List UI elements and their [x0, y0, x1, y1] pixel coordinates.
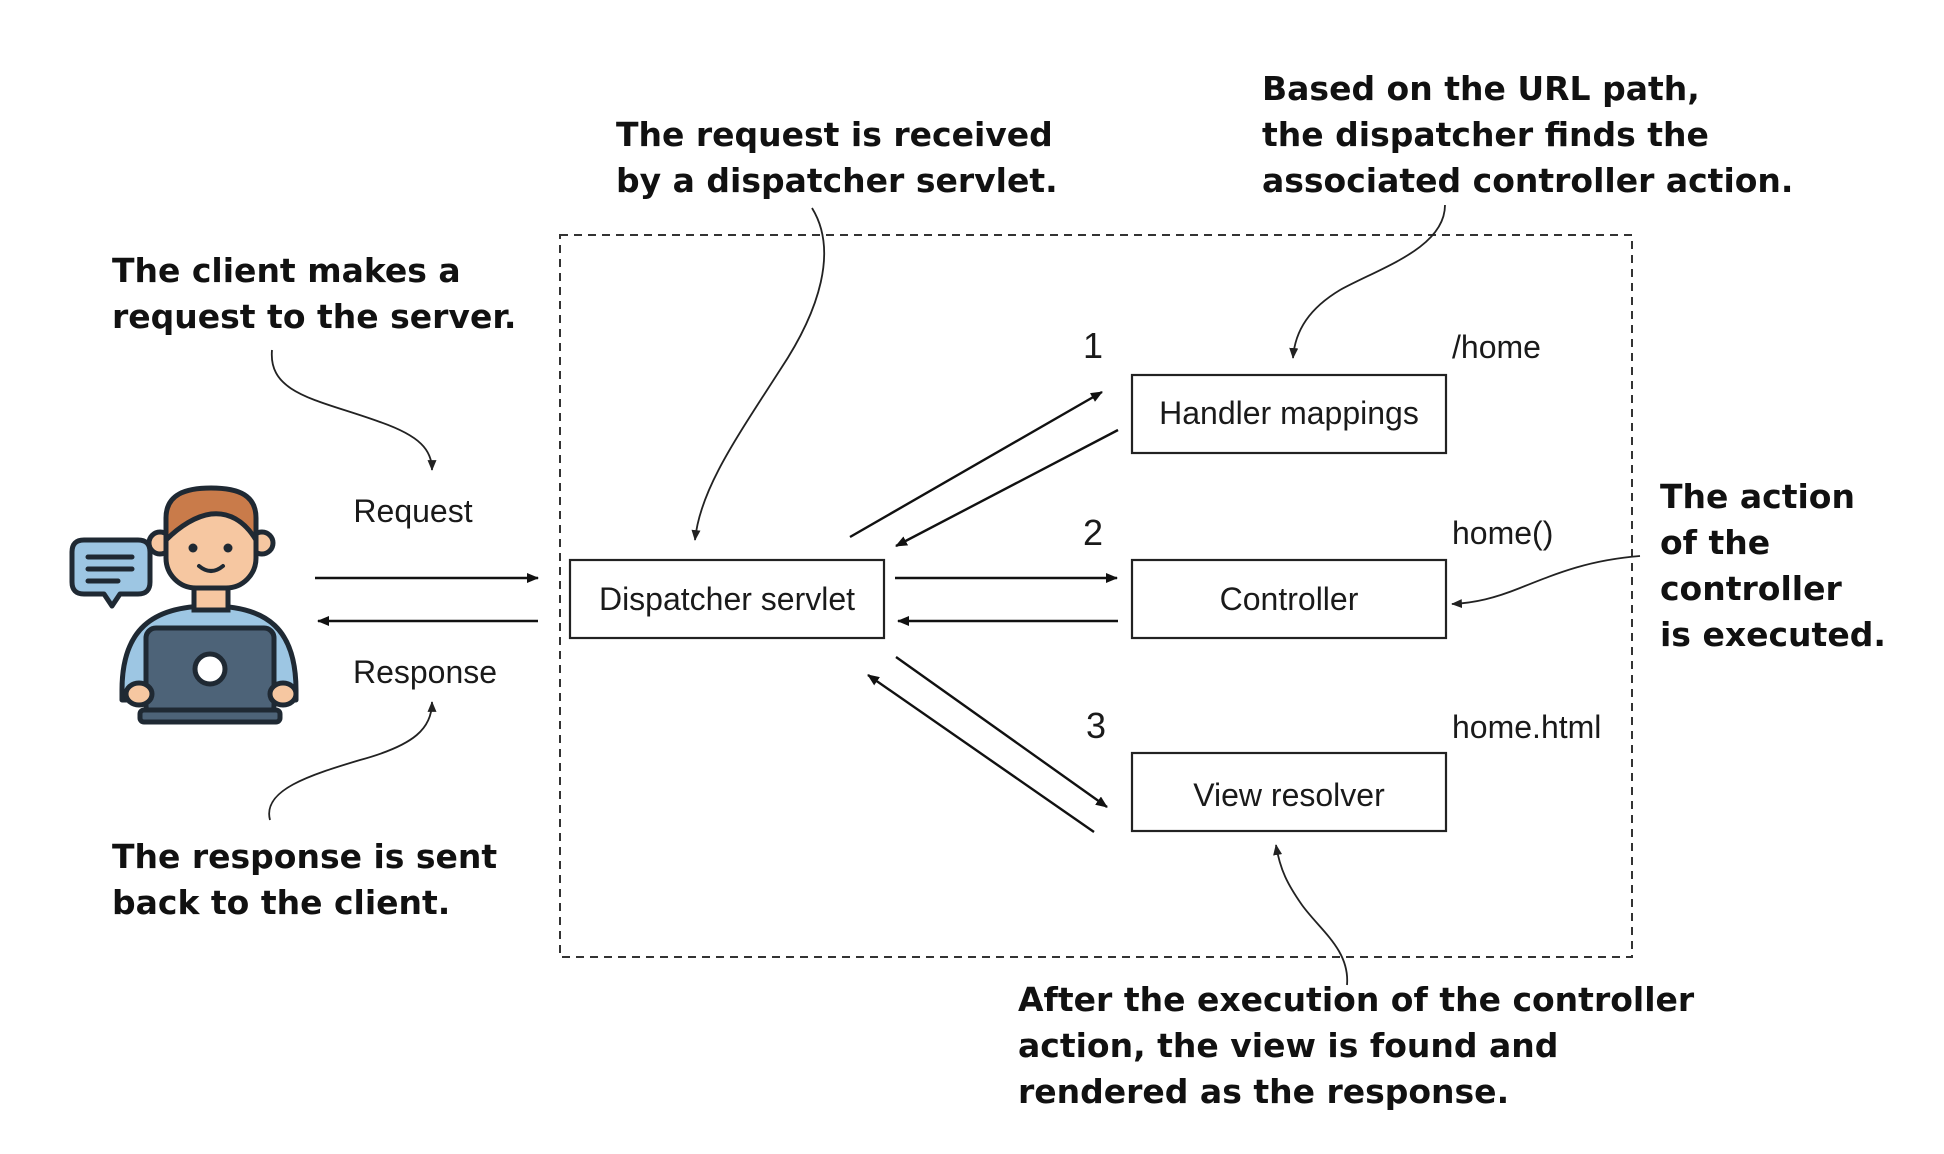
person-with-laptop-icon	[119, 485, 299, 725]
url-path-label: /home	[1452, 329, 1541, 365]
step-number-1: 1	[1083, 325, 1103, 366]
pointer-action-note	[1451, 555, 1641, 609]
controller-node: Controller	[1130, 558, 1448, 640]
svg-text:back to the client.: back to the client.	[112, 883, 450, 922]
server-boundary	[559, 234, 1633, 958]
step-number-2: 2	[1083, 512, 1103, 553]
svg-text:is executed.: is executed.	[1660, 615, 1886, 654]
svg-text:Based on the URL path,: Based on the URL path,	[1262, 69, 1700, 108]
request-label: Request	[353, 493, 472, 529]
dispatcher-servlet-node: Dispatcher servlet	[568, 558, 886, 640]
svg-text:The client makes a: The client makes a	[112, 251, 461, 290]
svg-text:rendered as the response.: rendered as the response.	[1018, 1072, 1509, 1111]
dispatcher-servlet-label: Dispatcher servlet	[599, 581, 855, 617]
step-number-3: 3	[1086, 705, 1106, 746]
svg-text:action, the view is found and: action, the view is found and	[1018, 1026, 1558, 1065]
note-client-request: The client makes a request to the server…	[112, 251, 516, 336]
svg-text:associated controller action.: associated controller action.	[1262, 161, 1793, 200]
svg-text:the dispatcher finds the: the dispatcher finds the	[1262, 115, 1709, 154]
pointer-dispatcher-note	[691, 207, 825, 541]
handler-mappings-node: Handler mappings	[1130, 373, 1448, 455]
pointer-client-note	[271, 349, 437, 471]
svg-text:controller: controller	[1660, 569, 1842, 608]
note-view-rendered: After the execution of the controller ac…	[1018, 980, 1695, 1111]
view-resolver-label: View resolver	[1193, 777, 1385, 813]
svg-text:of the: of the	[1660, 523, 1770, 562]
svg-text:by a dispatcher servlet.: by a dispatcher servlet.	[616, 161, 1058, 200]
svg-text:request to the server.: request to the server.	[112, 297, 516, 336]
handler-mappings-label: Handler mappings	[1159, 395, 1419, 431]
to-view-arrow	[895, 656, 1108, 808]
from-view-arrow	[867, 674, 1095, 833]
svg-text:After the execution of the con: After the execution of the controller	[1018, 980, 1695, 1019]
speech-bubble-icon	[69, 537, 153, 609]
svg-text:The action: The action	[1660, 477, 1855, 516]
to-handler-arrow	[849, 390, 1103, 539]
controller-label: Controller	[1220, 581, 1359, 617]
note-action-executed: The action of the controller is executed…	[1660, 477, 1886, 654]
pointer-handler-note	[1289, 204, 1446, 359]
pointer-response-note	[268, 701, 437, 821]
template-name-label: home.html	[1452, 709, 1601, 745]
note-dispatcher-received: The request is received by a dispatcher …	[616, 115, 1058, 200]
from-handler-arrow	[895, 428, 1119, 548]
response-label: Response	[353, 654, 497, 690]
method-name-label: home()	[1452, 515, 1553, 551]
note-handler-lookup: Based on the URL path, the dispatcher fi…	[1262, 69, 1793, 200]
view-resolver-node: View resolver	[1130, 751, 1448, 833]
svg-text:The request is received: The request is received	[616, 115, 1053, 154]
svg-text:The response is sent: The response is sent	[112, 837, 497, 876]
pointer-view-note	[1273, 844, 1348, 986]
note-response-sent: The response is sent back to the client.	[112, 837, 497, 922]
